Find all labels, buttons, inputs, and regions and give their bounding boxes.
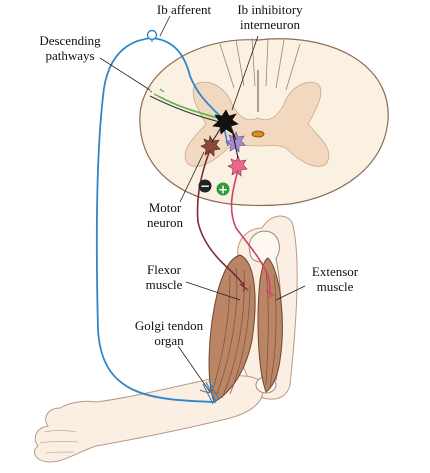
label-extensor-muscle: Extensor muscle — [300, 264, 370, 294]
golgi-tendon-organ — [199, 380, 221, 405]
forearm-and-hand — [34, 375, 264, 463]
excitatory-symbol: + — [218, 183, 228, 197]
label-flexor-line1: Flexor — [147, 262, 181, 277]
central-canal — [251, 130, 265, 138]
label-golgi-line1: Golgi tendon — [134, 318, 204, 333]
label-ib-interneuron-line2: interneuron — [240, 17, 300, 32]
purple-neuron — [225, 131, 246, 153]
leader-lines — [99, 15, 306, 393]
label-ib-interneuron-line1: Ib inhibitory — [237, 2, 303, 17]
leader-descending — [99, 57, 151, 91]
leader-interneuron — [231, 35, 259, 111]
label-descending-pathways: Descending pathways — [30, 33, 110, 63]
finger-lines — [39, 430, 79, 454]
label-ib-afferent: Ib afferent — [156, 2, 212, 17]
extensor-muscle — [257, 257, 283, 393]
descending-pathway — [149, 88, 221, 123]
label-flexor-line2: muscle — [145, 277, 183, 292]
label-descending-line1: Descending — [39, 33, 101, 48]
spinal-cord-gray-matter — [184, 81, 330, 167]
leader-flexor — [185, 281, 241, 301]
inhibitory-sign: − — [198, 179, 212, 193]
label-golgi-tendon-organ: Golgi tendon organ — [124, 318, 214, 348]
label-extensor-line1: Extensor — [311, 264, 359, 279]
label-flexor-muscle: Flexor muscle — [136, 262, 192, 292]
flexor-endplate — [239, 282, 249, 292]
spinal-cord — [139, 37, 389, 207]
ib-inhibitory-interneuron — [212, 109, 239, 135]
label-descending-line2: pathways — [45, 48, 95, 63]
label-extensor-line2: muscle — [316, 279, 354, 294]
leader-extensor — [275, 285, 306, 301]
label-ib-interneuron: Ib inhibitory interneuron — [220, 2, 320, 32]
label-motor-line2: neuron — [146, 215, 184, 230]
label-golgi-line2: organ — [154, 333, 184, 348]
excitatory-sign: + — [216, 182, 230, 197]
leader-ib-afferent — [159, 15, 171, 37]
interneuron-connections — [211, 123, 239, 159]
extensor-endplate — [265, 288, 275, 298]
label-motor-line1: Motor — [148, 200, 182, 215]
label-motor-neuron: Motor neuron — [140, 200, 190, 230]
leader-golgi — [177, 345, 211, 393]
leader-motor-neuron — [179, 151, 205, 203]
inhibitory-symbol: − — [200, 179, 210, 193]
dorsal-root-ganglion — [146, 29, 158, 41]
extensor-motor-axon — [230, 169, 271, 293]
